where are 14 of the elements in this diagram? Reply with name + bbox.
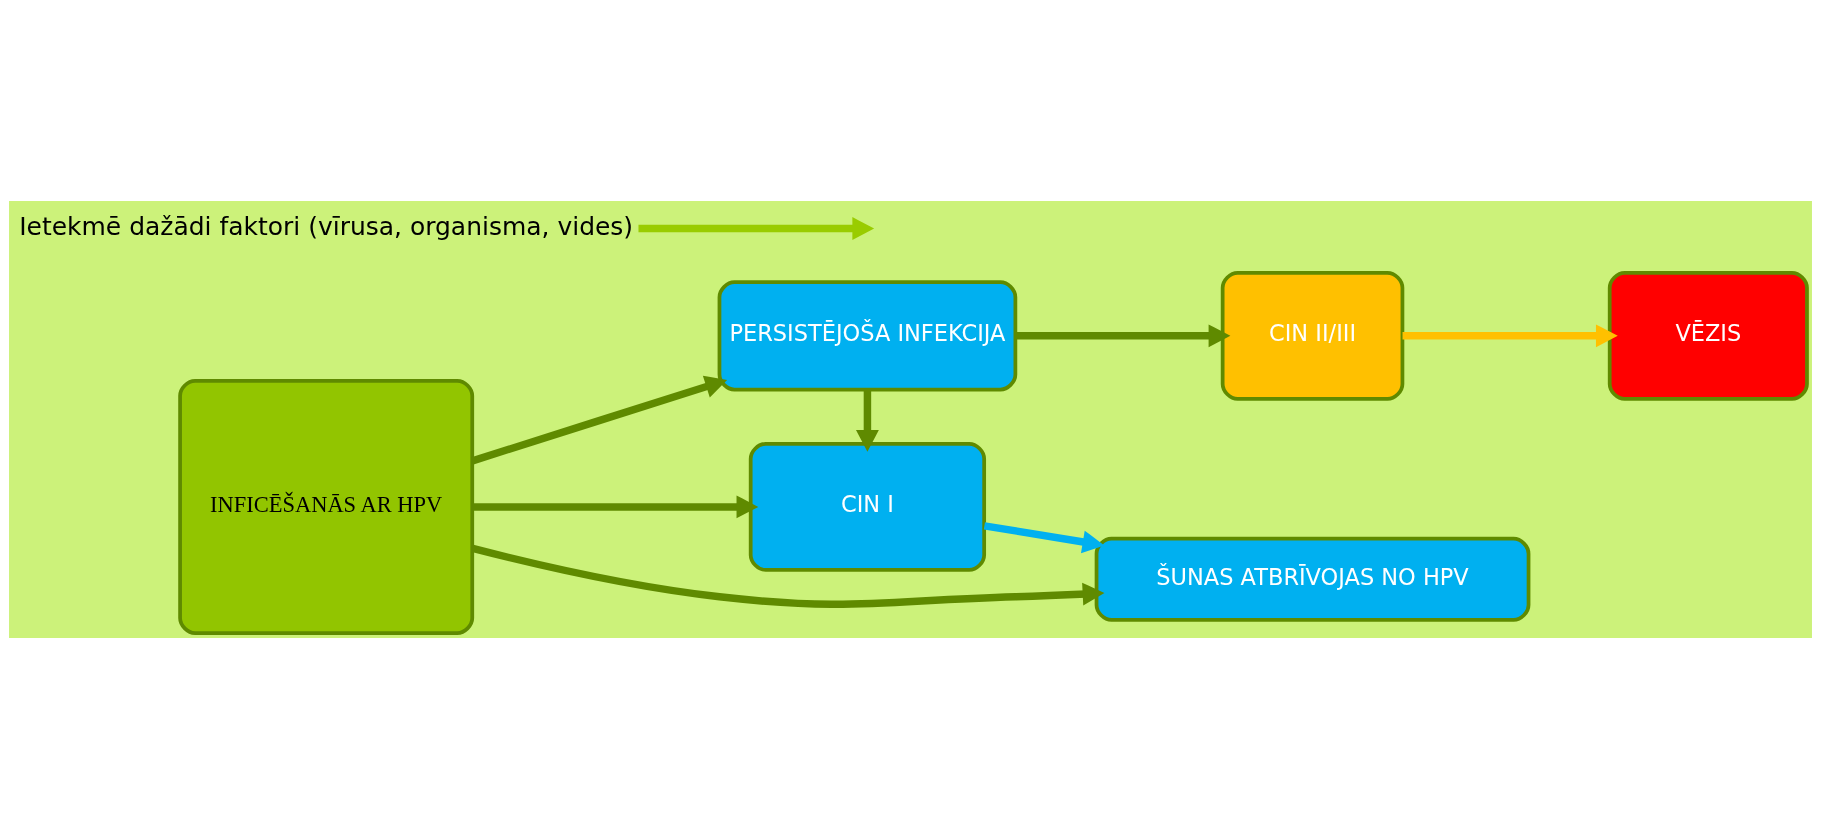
node-box: CIN I xyxy=(748,441,987,572)
node-text: Ietekmē dažādi faktori (vīrusa, organisma, vides) xyxy=(19,211,634,241)
node-box: ŠUNAS ATBRĪVOJAS NO HPV xyxy=(1094,536,1531,622)
node-box: PERSISTĒJOŠA INFEKCIJA xyxy=(717,280,1018,392)
node-box: VĒZIS xyxy=(1607,270,1809,401)
arrow xyxy=(471,375,728,465)
node-box: CIN II/III xyxy=(1220,270,1405,401)
arrow xyxy=(983,522,1105,554)
arrow xyxy=(856,389,879,452)
node-box: INFICĒŠANĀS AR HPV xyxy=(178,378,475,635)
arrow xyxy=(471,544,1105,608)
arrow xyxy=(1015,324,1231,348)
arrow xyxy=(1402,324,1618,348)
arrow xyxy=(472,495,759,519)
